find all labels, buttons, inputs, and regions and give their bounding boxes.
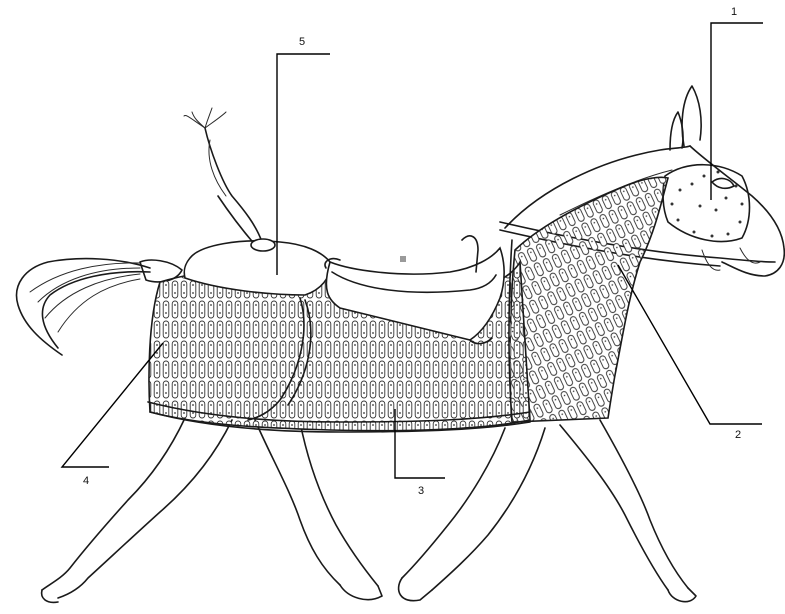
leader-line-2 bbox=[618, 265, 762, 424]
marker-dot bbox=[400, 256, 406, 262]
callout-label-1: 1 bbox=[731, 6, 737, 18]
callout-label-2: 2 bbox=[735, 429, 741, 441]
callout-label-3: 3 bbox=[418, 485, 424, 497]
neck-armor bbox=[510, 177, 668, 422]
leader-line-4 bbox=[62, 343, 163, 467]
callout-label-4: 4 bbox=[83, 475, 89, 487]
callout-label-5: 5 bbox=[299, 36, 305, 48]
legs bbox=[42, 418, 696, 602]
horse-illustration bbox=[17, 86, 785, 602]
